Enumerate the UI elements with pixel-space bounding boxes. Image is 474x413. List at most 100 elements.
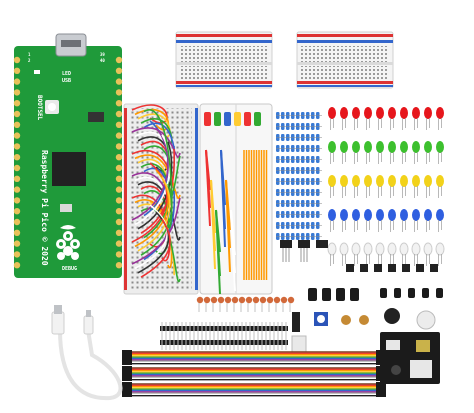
led	[376, 141, 384, 153]
led	[352, 107, 360, 119]
pico-pin	[115, 197, 123, 204]
buzzer	[384, 308, 400, 324]
pico-pin	[115, 164, 123, 172]
pico-pin	[115, 56, 123, 64]
jumper-wire	[131, 127, 169, 221]
ceramic-capacitor	[224, 296, 232, 304]
jumper-wire	[131, 104, 168, 124]
pico-pin	[13, 218, 21, 226]
pico-pin	[13, 56, 21, 64]
ceramic-capacitor	[273, 296, 281, 304]
dupont-connector	[122, 382, 132, 397]
kit-wire-bundle	[254, 112, 261, 126]
ceramic-capacitor	[196, 296, 204, 304]
pico-pin	[115, 132, 123, 139]
pico-pin	[115, 208, 123, 215]
pico-pin	[13, 110, 21, 118]
usb-label: USB	[62, 78, 71, 84]
pico-pin	[115, 251, 123, 258]
led	[376, 107, 384, 119]
ir-sensor	[416, 310, 436, 330]
pico-pin	[13, 208, 21, 215]
led	[388, 141, 396, 153]
pico-pin	[115, 262, 123, 269]
led	[412, 141, 420, 153]
pico-pin	[115, 240, 123, 247]
led	[424, 141, 432, 153]
led	[400, 175, 408, 187]
led	[351, 242, 361, 256]
pico-board: LED USB DEBUG BOOTSEL Raspberry Pi Pico …	[13, 33, 123, 278]
ceramic-capacitor	[231, 296, 239, 304]
pin-label-39: 39	[100, 52, 105, 57]
ceramic-capacitor	[280, 296, 288, 304]
pico-pin	[115, 175, 123, 182]
pin-label-1: 1	[28, 52, 31, 57]
led	[363, 242, 373, 256]
dupont-connector	[376, 382, 386, 397]
ceramic-capacitor	[266, 296, 274, 304]
jumper-wire	[140, 218, 171, 278]
pico-pin	[13, 78, 21, 85]
led	[436, 107, 444, 119]
rp2040-chip	[52, 152, 86, 186]
led	[364, 141, 372, 153]
pico-pin	[13, 164, 21, 172]
led	[400, 107, 408, 119]
ceramic-capacitor	[203, 296, 211, 304]
led	[423, 242, 433, 256]
jumper-wire	[137, 211, 170, 274]
electrolytic-capacitors	[308, 288, 443, 301]
pico-pin	[13, 121, 21, 128]
pico-pin	[115, 89, 123, 96]
pico-pin	[13, 197, 21, 204]
led	[340, 175, 348, 187]
jumper-wire	[134, 169, 169, 248]
transistors	[280, 240, 328, 262]
ceramic-capacitors	[196, 296, 295, 312]
led	[388, 209, 396, 221]
jumper-wire	[131, 127, 181, 158]
led	[327, 242, 337, 256]
led	[412, 175, 420, 187]
kit-wire-bundle	[214, 112, 221, 126]
led	[328, 141, 336, 153]
jumper-kit-box	[199, 103, 273, 295]
jumper-wire	[140, 183, 173, 256]
kit-wire	[210, 179, 216, 270]
jumper-wire-bundle	[131, 104, 181, 283]
led	[412, 209, 420, 221]
led	[435, 242, 445, 256]
ic-chip	[292, 312, 300, 332]
debug-label: DEBUG	[62, 266, 77, 272]
pico-pin	[115, 186, 123, 193]
ceramic-capacitor	[252, 296, 260, 304]
led	[364, 209, 372, 221]
kit-wire	[215, 209, 221, 253]
led	[400, 209, 408, 221]
ceramic-capacitor	[238, 296, 246, 304]
led	[400, 141, 408, 153]
push-buttons	[346, 264, 438, 272]
pico-pin	[115, 218, 123, 226]
led	[424, 175, 432, 187]
pin-label-2: 2	[28, 58, 31, 63]
led	[328, 107, 336, 119]
jumper-wire	[134, 204, 168, 270]
pico-pin	[115, 229, 123, 236]
power-module	[380, 332, 440, 384]
ceramic-capacitor	[245, 296, 253, 304]
led	[411, 242, 421, 256]
pico-pin	[115, 121, 123, 128]
led	[387, 242, 397, 256]
breadboard-right	[296, 31, 394, 89]
kit-wire-bundle	[204, 112, 211, 126]
pico-pin	[13, 132, 21, 139]
led	[436, 175, 444, 187]
dupont-cables	[122, 350, 386, 397]
pico-pin	[115, 100, 123, 107]
kit-wire-bundle	[234, 112, 241, 126]
jumper-wire	[143, 109, 173, 229]
pico-pin	[115, 143, 123, 150]
